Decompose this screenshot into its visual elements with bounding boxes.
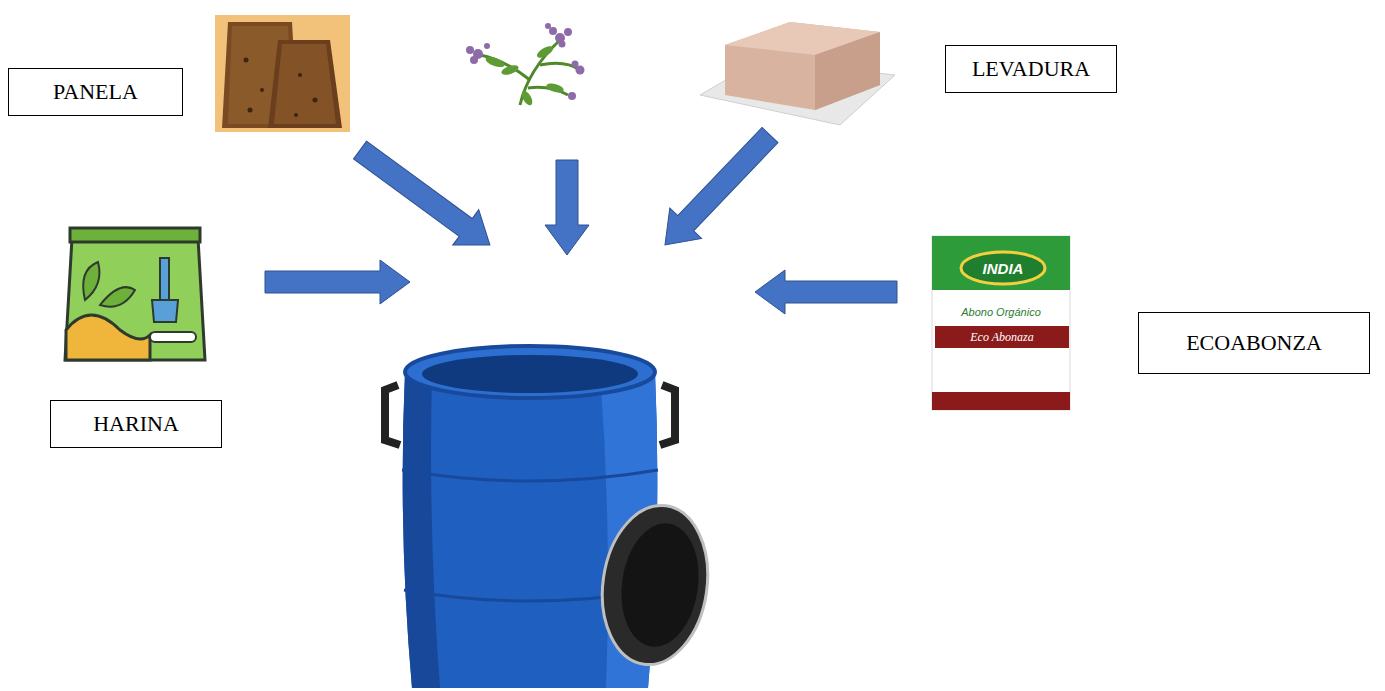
herb-flowers — [466, 23, 585, 100]
flour-bag-picture — [65, 228, 205, 360]
herb-leaves — [484, 44, 564, 107]
yeast-picture — [700, 22, 895, 125]
ingredient-name: ECOABONZA — [1186, 330, 1322, 356]
product-name: Eco Abonaza — [970, 330, 1033, 345]
block-arrow — [755, 270, 897, 314]
block-arrow — [265, 260, 410, 304]
package-text: Abono Orgánico — [961, 306, 1041, 318]
ingredient-name: HARINA — [93, 411, 179, 437]
ingredient-name: PANELA — [53, 79, 138, 105]
block-arrows — [265, 120, 897, 314]
barrel-lid-picture — [592, 499, 717, 672]
label-box: ECOABONZA — [1138, 312, 1370, 374]
label-box: HARINA — [50, 400, 222, 448]
fertilizer-package-picture — [932, 236, 1070, 410]
block-arrow — [545, 160, 589, 255]
label-box: PANELA — [8, 68, 183, 116]
brand-name: INDIA — [983, 260, 1024, 277]
block-arrow — [649, 120, 786, 260]
ingredient-name: LEVADURA — [972, 56, 1090, 82]
block-arrow — [347, 132, 503, 263]
label-box: LEVADURA — [945, 45, 1117, 93]
panela-picture — [215, 15, 350, 132]
